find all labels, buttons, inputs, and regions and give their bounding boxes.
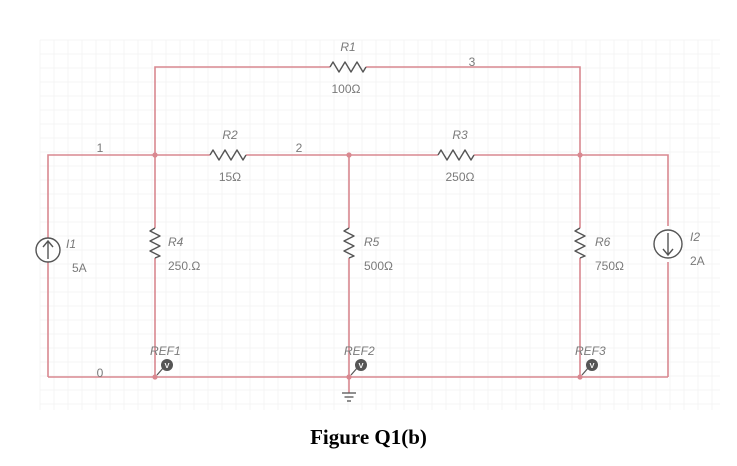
- label-r4-name: R4: [168, 235, 184, 249]
- wire-top-right: [366, 66, 581, 155]
- label-node-3: 3: [469, 55, 476, 69]
- resistor-r1-icon: [329, 61, 367, 73]
- wire-mid-right: [474, 154, 669, 226]
- probe-ref1-symbol: V: [164, 361, 169, 370]
- voltmeter-probe-icon: [355, 359, 367, 371]
- ground-icon: [342, 392, 356, 402]
- label-node-0: 0: [97, 366, 104, 380]
- label-r1-name: R1: [340, 40, 355, 54]
- figure-caption: Figure Q1(b): [310, 425, 427, 449]
- label-ref2: REF2: [344, 344, 375, 358]
- resistor-r4-icon: [149, 227, 161, 259]
- wire-top-left: [154, 66, 330, 155]
- label-r3-name: R3: [452, 128, 468, 142]
- junction-bottom-mid: [346, 374, 352, 380]
- label-r1-value: 100Ω: [332, 82, 361, 96]
- probe-ref2-symbol: V: [358, 361, 363, 370]
- label-i2-value: 2A: [690, 254, 705, 268]
- label-i1-name: I1: [66, 237, 76, 251]
- label-node-2: 2: [296, 141, 303, 155]
- voltmeter-probe-icon: [161, 359, 173, 371]
- resistor-r2-icon: [209, 149, 247, 161]
- junction-node3: [577, 152, 583, 158]
- label-r2-name: R2: [222, 128, 238, 142]
- label-ref3: REF3: [575, 344, 606, 358]
- probe-ref1: V: [156, 359, 173, 376]
- junction-node1: [152, 152, 158, 158]
- label-ref1: REF1: [150, 344, 181, 358]
- label-r6-name: R6: [595, 235, 611, 249]
- probe-ref2: V: [350, 359, 367, 376]
- junctions: [152, 152, 583, 380]
- resistor-r3-icon: [437, 149, 475, 161]
- current-source-i2: [653, 229, 683, 259]
- label-r4-value: 250.Ω: [168, 259, 200, 273]
- probe-ref3: V: [581, 359, 598, 376]
- voltmeter-probe-icon: [586, 359, 598, 371]
- junction-node2: [346, 152, 352, 158]
- label-r5-value: 500Ω: [364, 259, 393, 273]
- label-r5-name: R5: [364, 235, 380, 249]
- junction-bottom-left: [152, 374, 158, 380]
- current-source-i1: [35, 237, 61, 263]
- label-r6-value: 750Ω: [595, 259, 624, 273]
- label-i2-name: I2: [690, 230, 700, 244]
- labels: R1 100Ω R2 15Ω R3 250Ω R4 250.Ω R5 500Ω …: [66, 40, 705, 380]
- resistor-r5-icon: [343, 227, 355, 259]
- background-grid: [39, 39, 720, 410]
- label-i1-value: 5A: [72, 261, 87, 275]
- label-r2-value: 15Ω: [219, 170, 241, 184]
- wires: [47, 66, 669, 393]
- arrow-up-icon: [42, 239, 54, 259]
- resistor-symbols: [149, 61, 586, 259]
- label-r3-value: 250Ω: [446, 170, 475, 184]
- arrow-down-icon: [662, 233, 674, 257]
- junction-bottom-right: [577, 374, 583, 380]
- label-node-1: 1: [97, 141, 104, 155]
- resistor-r6-icon: [574, 227, 586, 259]
- wire-mid-left: [47, 154, 210, 240]
- probe-ref3-symbol: V: [589, 361, 594, 370]
